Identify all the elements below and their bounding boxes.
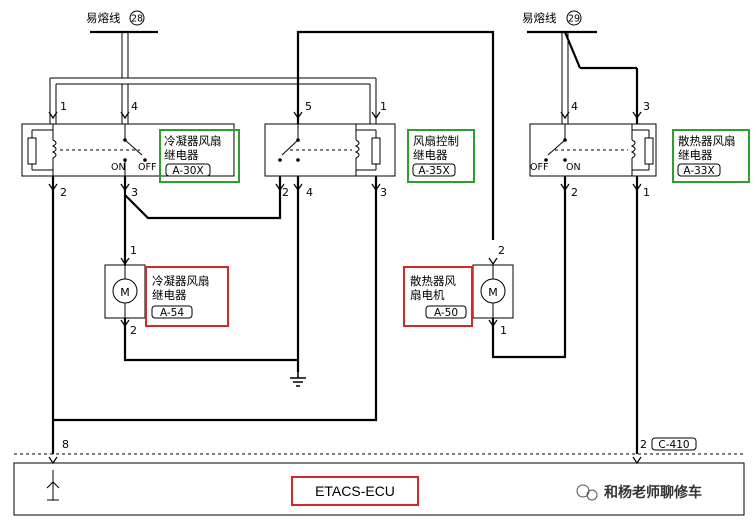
feed-29	[561, 31, 639, 124]
relay-off-label: OFF	[138, 162, 156, 173]
motor-code-frame	[151, 305, 193, 319]
pin-label: 2	[640, 438, 647, 451]
relay-condenser-fan: ON OFF 冷凝器风扇 继电器 A-30X 1 4 2 3	[21, 100, 240, 199]
ecu-box	[13, 462, 745, 516]
fusible-link-28: 易熔线 28	[86, 10, 158, 34]
etacs-ecu: 8 2 C-410 ETACS-ECU	[13, 437, 745, 516]
relay-code-frame	[412, 163, 456, 177]
motor-condenser-fan: 1 M 2 冷凝器风扇 继电器 A-54	[104, 244, 229, 337]
relay-off-label: OFF	[530, 162, 548, 173]
fusible-link-number-circle	[129, 10, 145, 26]
pin-label: 4	[131, 100, 138, 113]
motor-name-line1: 冷凝器风扇	[152, 274, 210, 288]
motor-highlight-box	[403, 266, 473, 327]
svg-text:M: M	[488, 286, 498, 299]
fusible-link-number: 29	[568, 14, 580, 25]
motor-code: A-50	[434, 307, 458, 319]
fusible-link-number-circle	[566, 10, 582, 26]
fusible-link-29: 易熔线 29	[522, 10, 597, 34]
watermark-text: 和杨老师聊修车	[604, 484, 702, 501]
relay-name-line2: 继电器	[678, 148, 713, 162]
svg-text:M: M	[120, 286, 130, 299]
relay-code-frame	[677, 163, 721, 177]
motor-name-line1: 散热器风	[410, 274, 456, 288]
ground-symbol	[290, 372, 306, 387]
relay-radiator-fan: OFF ON 散热器风扇 继电器 A-33X 4 3 2 1	[529, 100, 750, 199]
fusible-link-label: 易熔线	[522, 11, 557, 25]
relay-name-line1: 风扇控制	[413, 134, 459, 148]
relay-highlight-box	[672, 129, 750, 183]
pin-label: 1	[60, 100, 67, 113]
pin-label: 1	[130, 244, 137, 257]
pin-label: 3	[380, 186, 387, 199]
pin-label: 5	[305, 100, 312, 113]
relay-highlight-box	[159, 129, 240, 183]
ecu-highlight-box	[291, 476, 419, 506]
relay-code: A-33X	[683, 165, 714, 177]
pin-label: 2	[571, 186, 578, 199]
fusible-link-label: 易熔线	[86, 11, 121, 25]
motor-code: A-54	[160, 307, 184, 319]
pin-label: 4	[306, 186, 313, 199]
relay-on-label: ON	[111, 162, 126, 173]
relay-fan-control: 风扇控制 继电器 A-35X 5 1 2 4 3	[264, 100, 475, 199]
relay-highlight-box	[407, 129, 475, 183]
relay-name-line2: 继电器	[164, 148, 199, 162]
pin-label: 4	[571, 100, 578, 113]
relay-code-frame	[165, 163, 211, 177]
motor-radiator-fan: 2 M 1 散热器风 扇电机 A-50	[403, 244, 514, 337]
wires	[48, 30, 642, 454]
pin-label: 1	[380, 100, 387, 113]
motor-highlight-box	[145, 266, 229, 327]
relay-name-line2: 继电器	[413, 148, 448, 162]
motor-name-line2: 扇电机	[410, 288, 445, 302]
pin-label: 3	[643, 100, 650, 113]
relay-code: A-30X	[172, 165, 203, 177]
pin-label: 2	[130, 324, 137, 337]
ecu-label: ETACS-ECU	[315, 483, 395, 499]
pin-label: 2	[60, 186, 67, 199]
pin-label: 1	[500, 324, 507, 337]
relay-name-line1: 冷凝器风扇	[164, 134, 222, 148]
relay-on-label: ON	[566, 162, 581, 173]
pin-label: 1	[643, 186, 650, 199]
pin-label: 8	[62, 438, 69, 451]
feed-28	[49, 32, 377, 124]
pin-label: 2	[498, 244, 505, 257]
pin-label: 2	[282, 186, 289, 199]
motor-name-line2: 继电器	[152, 288, 187, 302]
ecu-connector-frame	[651, 437, 697, 451]
pin-label: 3	[131, 186, 138, 199]
watermark: 和杨老师聊修车	[576, 484, 702, 501]
ecu-connector-code: C-410	[658, 439, 689, 451]
relay-name-line1: 散热器风扇	[678, 134, 736, 148]
fusible-link-number: 28	[131, 14, 143, 25]
relay-code: A-35X	[418, 165, 449, 177]
motor-code-frame	[425, 305, 467, 319]
